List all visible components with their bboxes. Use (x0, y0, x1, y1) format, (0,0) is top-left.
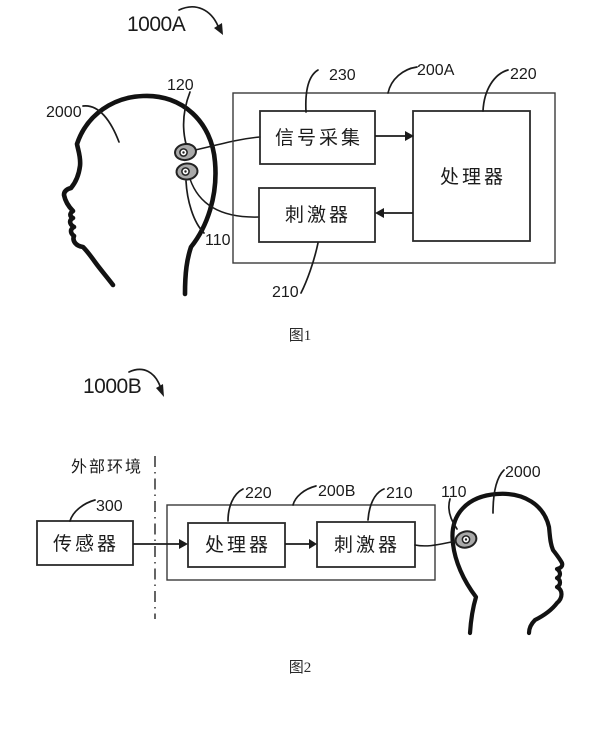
wire-stimulator-to-electrode (414, 540, 458, 547)
ref-220-fig2: 220 (245, 485, 272, 502)
stimulator-box-fig1 (258, 187, 376, 243)
leader-1000A-arrowhead (214, 23, 223, 35)
figure-2: 1000B 外部环境 300 220 200B 210 110 2000 传感器… (36, 368, 565, 676)
arrow-processor-to-stimulator-fig1 (375, 208, 413, 218)
signal-acquisition-label: 信号采集 (275, 127, 363, 149)
leader-1000B (128, 368, 161, 387)
leader-110-fig2 (447, 498, 458, 530)
stimulator-label-fig2: 刺激器 (334, 534, 400, 556)
system-ref-1000B: 1000B (83, 375, 141, 398)
ref-230: 230 (329, 67, 356, 84)
leader-110-fig1 (185, 180, 205, 234)
external-environment-label: 外部环境 (71, 457, 143, 476)
processor-box-fig2 (187, 522, 286, 568)
stimulator-label-fig1: 刺激器 (285, 204, 351, 226)
sensor-label: 传感器 (53, 533, 119, 555)
processor-label-fig1: 处理器 (440, 166, 506, 188)
device-box-200A (232, 92, 556, 264)
leader-230 (304, 69, 319, 113)
processor-box-fig1 (412, 110, 531, 242)
head-outline-fig2 (450, 491, 565, 636)
leader-220-fig1 (482, 69, 509, 112)
ref-210-fig1: 210 (272, 284, 299, 301)
sensor-box (36, 520, 134, 566)
figure1-caption: 图1 (289, 327, 312, 344)
electrode-fig2-icon (454, 530, 478, 549)
electrode-upper-icon (174, 142, 197, 162)
ref-200A: 200A (417, 62, 455, 79)
ref-2000-fig1: 2000 (46, 104, 82, 121)
leader-1000B-arrowhead (156, 384, 164, 397)
head-outline-fig1 (61, 93, 218, 297)
arrow-signal-to-processor (375, 131, 414, 141)
leader-300 (69, 499, 96, 522)
leader-1000A (178, 6, 219, 27)
signal-acquisition-box (259, 110, 376, 165)
ref-300: 300 (96, 498, 123, 515)
arrow-processor-to-stimulator-fig2 (285, 539, 317, 549)
figure-1: 1000A 2000 120 110 230 200A 220 210 信号采集… (46, 6, 556, 344)
leader-210-fig1 (300, 242, 319, 294)
leader-220-fig2 (227, 488, 244, 522)
ref-210-fig2: 210 (386, 485, 413, 502)
ref-200B: 200B (318, 483, 355, 500)
figure2-caption: 图2 (289, 659, 312, 676)
ref-110-fig2: 110 (441, 484, 467, 501)
wire-lower-electrode-to-stimulator-box (189, 178, 260, 218)
ref-2000-fig2: 2000 (505, 464, 541, 481)
arrow-sensor-to-processor (133, 539, 188, 549)
leader-120 (182, 91, 191, 145)
device-box-200B (166, 504, 436, 581)
leader-200A (387, 66, 418, 94)
system-ref-1000A: 1000A (127, 13, 186, 36)
processor-label-fig2: 处理器 (205, 534, 271, 556)
ref-110-fig1: 110 (205, 232, 231, 249)
leader-210-fig2 (367, 488, 385, 521)
ref-220-fig1: 220 (510, 66, 537, 83)
ref-120: 120 (167, 77, 194, 94)
leader-200B (292, 485, 317, 506)
wire-upper-electrode-to-signal-box (194, 136, 261, 151)
leader-2000-fig2 (492, 469, 505, 514)
leader-2000-fig1 (82, 105, 120, 143)
electrode-lower-icon (175, 162, 199, 181)
